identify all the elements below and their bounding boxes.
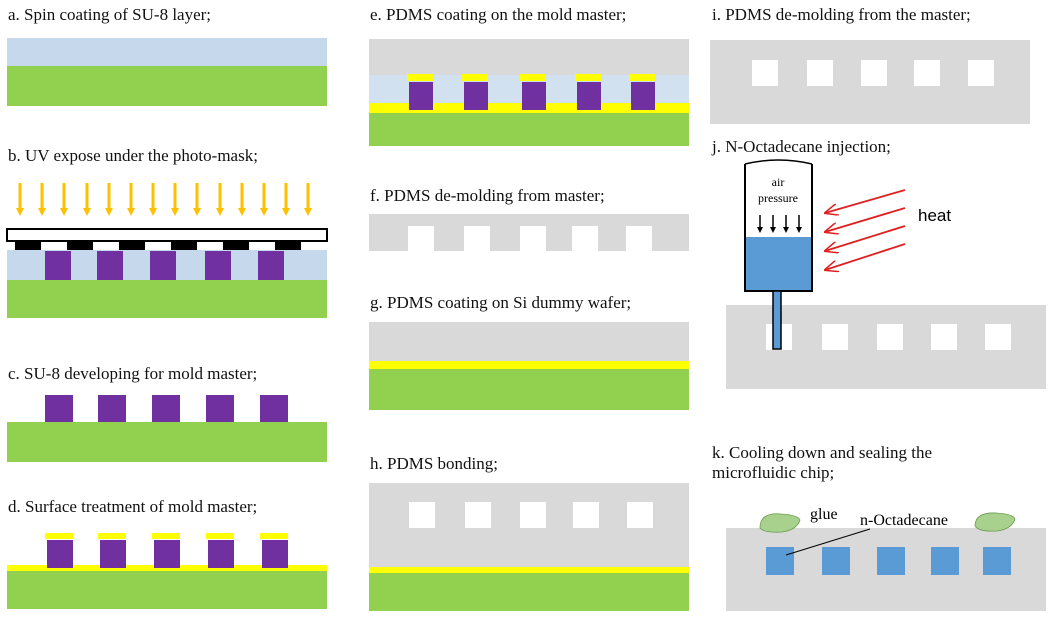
step-a-title: a. Spin coating of SU-8 layer; (8, 5, 212, 24)
glue-label: glue (810, 506, 838, 523)
exposed-features (45, 251, 284, 280)
syringe-needle (772, 290, 782, 350)
step-c-title: c. SU-8 developing for mold master; (8, 364, 258, 383)
uv-arrows (16, 183, 312, 216)
panel-k: glue n-Octadecane (726, 506, 1046, 611)
syringe-top (744, 159, 813, 165)
si-wafer (7, 280, 327, 318)
panel-i (710, 40, 1030, 124)
pdms-layer (369, 322, 689, 361)
glue-drop-right (974, 512, 1016, 532)
pdms-demolded (369, 214, 689, 251)
panel-a (7, 38, 327, 106)
step-k-title: k. Cooling down and sealing the microflu… (712, 443, 933, 482)
heat-label: heat (918, 206, 951, 225)
air-label: air (772, 175, 785, 189)
octadecane-pointer (785, 528, 871, 556)
panel-d (7, 533, 327, 609)
channels (752, 60, 994, 86)
su8-layer (7, 38, 327, 66)
photo-mask (6, 228, 328, 242)
step-i-title: i. PDMS de-molding from the master; (712, 5, 971, 24)
channels (766, 324, 1011, 350)
panel-f (369, 214, 689, 251)
si-wafer (369, 113, 689, 146)
pdms-yellow-coat (369, 567, 689, 573)
panel-e (369, 39, 689, 146)
panel-b (6, 183, 328, 318)
si-wafer (7, 66, 327, 106)
pdms-yellow-coat (369, 361, 689, 369)
si-wafer (369, 573, 689, 611)
mold-features (409, 82, 655, 110)
heat-arrows (825, 189, 906, 270)
step-g-title: g. PDMS coating on Si dummy wafer; (370, 293, 632, 312)
step-h-title: h. PDMS bonding; (370, 454, 498, 473)
si-wafer (7, 422, 327, 462)
pressure-label: pressure (758, 191, 798, 205)
channels (409, 502, 653, 528)
syringe-liquid (745, 237, 812, 291)
filled-channels (766, 547, 1011, 575)
mold-features (45, 395, 288, 422)
mold-features (47, 540, 288, 568)
step-b-title: b. UV expose under the photo-mask; (8, 146, 258, 165)
panel-g (369, 322, 689, 410)
panel-c (7, 395, 327, 462)
panel-j: air pressure heat (726, 159, 1046, 389)
si-wafer (7, 571, 327, 609)
mask-blocks (15, 241, 301, 250)
glue-drop-left (759, 513, 801, 533)
syringe: air pressure (744, 159, 813, 350)
step-d-title: d. Surface treatment of mold master; (8, 497, 258, 516)
pdms-layer (369, 39, 689, 75)
step-e-title: e. PDMS coating on the mold master; (370, 5, 627, 24)
octadecane-label: n-Octadecane (860, 512, 948, 529)
panel-h (369, 483, 689, 611)
step-j-title: j. N-Octadecane injection; (712, 137, 891, 156)
step-f-title: f. PDMS de-molding from master; (370, 186, 605, 205)
pressure-arrows (757, 215, 802, 233)
si-wafer (369, 369, 689, 410)
